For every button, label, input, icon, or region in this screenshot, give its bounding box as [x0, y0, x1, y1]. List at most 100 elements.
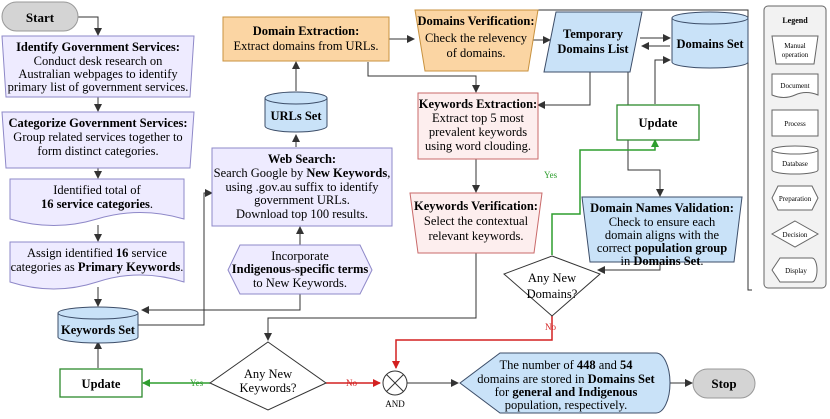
any-keywords-line: Any New — [244, 367, 292, 381]
any-domains-line: Any New — [528, 271, 576, 285]
indigenous-line2: Indigenous-specific terms — [232, 262, 369, 276]
svg-text:Process: Process — [784, 120, 806, 128]
validation-line2: domain aligns with the — [605, 228, 720, 242]
domains-set-database: Domains Set — [671, 11, 749, 69]
web-search-line3: government URLs. — [254, 193, 350, 207]
edge-update-domainsset — [654, 56, 671, 104]
categorize-node: Categorize Government Services: Group re… — [1, 111, 195, 169]
categorize-title: Categorize Government Services: — [8, 116, 187, 130]
identify-node: Identify Government Services: Conduct de… — [1, 35, 195, 98]
legend-database: Database — [771, 145, 819, 175]
temporary-domains-line: Domains List — [557, 42, 629, 56]
indigenous-line1: Incorporate — [271, 249, 329, 263]
assign-node: Assign identified 16 service categories … — [9, 241, 185, 290]
keywords-set-database: Keywords Set — [57, 306, 139, 344]
start-terminal: Start — [1, 1, 79, 32]
web-search-node: Web Search: Search Google by New Keyword… — [211, 147, 393, 227]
urls-set-database: URLs Set — [264, 91, 328, 133]
domains-verification-line: Check the relevency — [425, 31, 528, 45]
legend-display: Display — [771, 257, 818, 283]
keywords-set-label: Keywords Set — [61, 323, 136, 337]
urls-set-label: URLs Set — [270, 109, 322, 123]
legend-title: Legend — [782, 16, 808, 25]
keywords-verification-title: Keywords Verification: — [414, 199, 538, 213]
validation-node: Domain Names Validation: Check to ensure… — [581, 196, 743, 268]
update-bottom-label: Update — [82, 377, 121, 391]
keywords-extraction-line: prevalent keywords — [429, 125, 527, 139]
legend-document: Document — [771, 73, 819, 98]
no-label-keywords: No — [346, 378, 357, 388]
and-gate: AND — [382, 370, 408, 409]
web-search-line2: using .gov.au suffix to identify — [225, 180, 379, 194]
temporary-domains-node: Temporary Domains List — [543, 11, 643, 73]
domain-extraction-node: Domain Extraction: Extract domains from … — [222, 16, 390, 62]
keywords-extraction-node: Keywords Extraction: Extract top 5 most … — [417, 92, 539, 160]
legend-process: Process — [771, 109, 819, 137]
svg-text:Document: Document — [780, 82, 809, 90]
yes-label-keywords: Yes — [190, 378, 204, 388]
svg-text:Preparation: Preparation — [779, 195, 812, 203]
stop-label: Stop — [711, 376, 736, 391]
yes-label-domains: Yes — [544, 170, 558, 180]
svg-text:Display: Display — [785, 267, 807, 275]
legend: Legend Manual operation Document Process… — [763, 5, 827, 289]
legend-decision: Decision — [770, 220, 820, 248]
validation-line3: correct population group — [597, 241, 727, 255]
edge-indigenous-keywordsset — [141, 294, 301, 314]
any-keywords-decision: Any New Keywords? — [209, 341, 327, 411]
any-domains-decision: Any New Domains? — [503, 255, 601, 317]
categorize-line: form distinct categories. — [37, 144, 158, 158]
final-line1: The number of 448 and 54 — [500, 358, 634, 372]
indigenous-node: Incorporate Indigenous-specific terms to… — [227, 244, 373, 295]
keywords-extraction-line: using word clouding. — [425, 139, 531, 153]
no-label-domains: No — [545, 322, 556, 332]
final-line2: domains are stored in Domains Set — [477, 372, 655, 386]
legend-preparation: Preparation — [771, 185, 819, 211]
domains-verification-line: of domains. — [446, 46, 505, 60]
domain-extraction-title: Domain Extraction: — [253, 24, 360, 38]
edge-domainextraction-kwextraction — [367, 62, 480, 93]
update-top-node: Update — [616, 104, 700, 141]
update-top-label: Update — [639, 116, 678, 130]
start-label: Start — [26, 10, 55, 25]
edge-validation-anydomains — [597, 262, 661, 274]
edge-keywordsset-websearch — [138, 189, 213, 326]
edge-anydomains-yes — [551, 139, 659, 255]
identified-line2: 16 service categories. — [41, 197, 153, 211]
edge-start-identify — [78, 16, 102, 36]
identify-line: Conduct desk research on — [34, 54, 164, 68]
final-line3: for general and Indigenous — [495, 385, 638, 399]
legend-manual-operation: Manual operation — [771, 35, 819, 65]
web-search-title: Web Search: — [268, 152, 336, 166]
domain-extraction-line: Extract domains from URLs. — [233, 39, 378, 53]
domains-verification-node: Domains Verification: Check the relevenc… — [414, 9, 539, 72]
validation-line4: in Domains Set. — [620, 254, 703, 268]
final-display-node: The number of 448 and 54 domains are sto… — [459, 352, 671, 414]
identify-line: Australian webpages to identify — [18, 67, 178, 81]
connectors — [78, 9, 752, 387]
keywords-verification-line: relevant keywords. — [428, 229, 523, 243]
web-search-line1: Search Google by New Keywords, — [214, 166, 391, 180]
edge-loop-top — [747, 60, 752, 291]
categorize-line: Group related services together to — [13, 130, 182, 144]
edge-kwverification-anykeywords — [264, 252, 477, 341]
keywords-extraction-title: Keywords Extraction: — [419, 97, 537, 111]
svg-text:Manual: Manual — [784, 42, 805, 50]
validation-title: Domain Names Validation: — [590, 201, 734, 215]
identified-node: Identified total of 16 service categorie… — [9, 178, 185, 226]
any-keywords-line: Keywords? — [240, 381, 297, 395]
keywords-extraction-line: Extract top 5 most — [432, 111, 525, 125]
assign-line1: Assign identified 16 service — [27, 246, 167, 260]
assign-line2: categories as Primary Keywords. — [11, 260, 184, 274]
domains-set-label: Domains Set — [676, 37, 744, 51]
update-bottom-node: Update — [59, 368, 143, 398]
and-label: AND — [385, 399, 405, 409]
keywords-verification-node: Keywords Verification: Select the contex… — [409, 192, 543, 254]
domains-verification-title: Domains Verification: — [417, 14, 534, 28]
any-domains-line: Domains? — [527, 287, 578, 301]
edge-temp-kwextraction — [537, 72, 591, 109]
validation-line1: Check to ensure each — [609, 215, 716, 229]
identified-line1: Identified total of — [53, 183, 141, 197]
